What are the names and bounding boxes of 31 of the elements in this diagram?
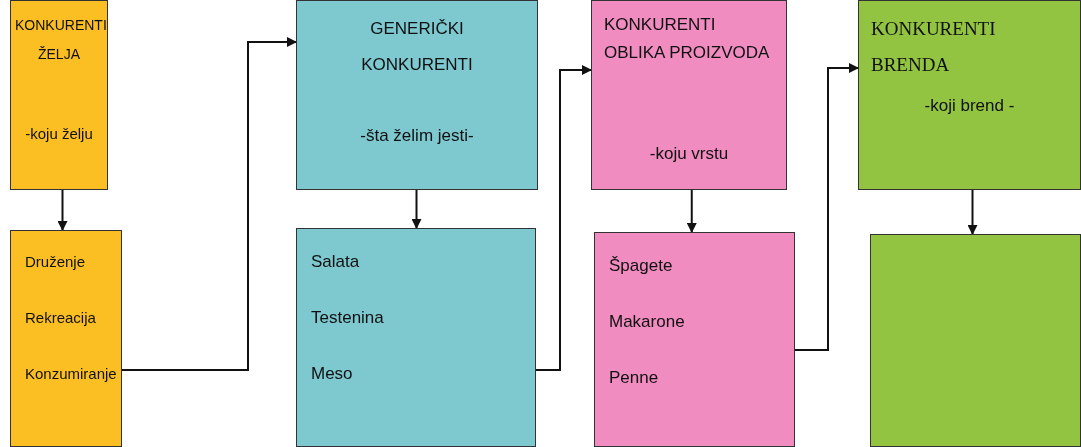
example-list-box (870, 234, 1081, 447)
example-item: Konzumiranje (25, 364, 117, 384)
category-heading: KONKURENTI BRENDA (871, 17, 997, 78)
arrow (57, 189, 68, 231)
category-heading: GENERIČKI KONKURENTI (360, 18, 474, 76)
arrow (967, 189, 978, 235)
arrow (121, 37, 297, 371)
arrow (794, 63, 859, 351)
example-item: Penne (609, 367, 659, 389)
category-box (10, 0, 108, 190)
category-question: -koji brend - (923, 95, 1016, 117)
example-item: Špagete (609, 255, 673, 277)
example-item: Testenina (311, 307, 384, 329)
category-box (591, 0, 787, 190)
arrow (535, 65, 592, 371)
example-item: Druženje (25, 252, 86, 272)
arrow (686, 189, 697, 233)
arrow (411, 189, 422, 229)
category-box (296, 0, 538, 190)
category-question: -koju vrstu (648, 143, 730, 165)
example-item: Salata (311, 251, 360, 273)
category-question: -koju želju (24, 124, 94, 144)
example-item: Makarone (609, 311, 685, 333)
example-list-box (296, 228, 536, 447)
category-heading: KONKURENTI OBLIKA PROIZVODA (604, 14, 771, 65)
category-question: -šta želim jesti- (359, 125, 475, 147)
example-list-box (594, 232, 795, 447)
category-box (858, 0, 1081, 190)
example-item: Rekreacija (25, 308, 96, 328)
example-list-box (10, 230, 122, 447)
example-item: Meso (311, 363, 353, 385)
